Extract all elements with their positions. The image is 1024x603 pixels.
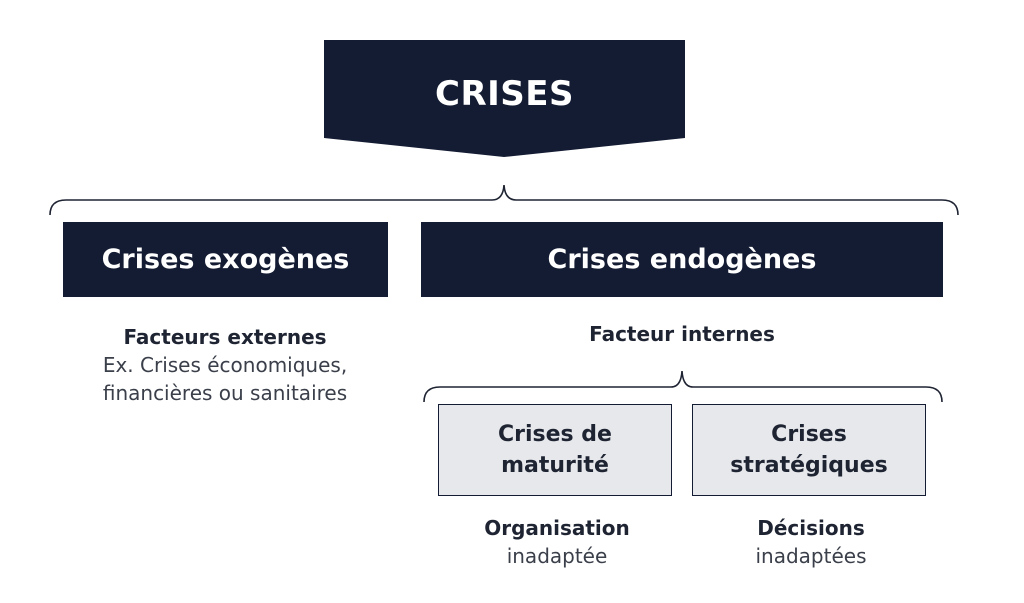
- endogenous-bracket: [423, 370, 943, 403]
- crises-banner-shape: [324, 40, 685, 157]
- exogenous-crises-box: Crises exogènes: [63, 222, 388, 297]
- strategic-caption-title: Décisions: [757, 516, 865, 540]
- strategic-crises-label-line2: stratégiques: [730, 453, 888, 478]
- strategic-crises-box: Crises stratégiques: [692, 404, 926, 496]
- exogenous-crises-label: Crises exogènes: [101, 244, 350, 275]
- maturity-crises-label-line2: maturité: [501, 453, 609, 478]
- maturity-crises-box: Crises de maturité: [438, 404, 672, 496]
- strategic-crises-label-line1: Crises: [771, 422, 847, 447]
- exogenous-caption: Facteurs externes Ex. Crises économiques…: [40, 323, 410, 407]
- maturity-caption: Organisation inadaptée: [440, 514, 674, 570]
- exogenous-caption-line1: Ex. Crises économiques,: [102, 353, 348, 377]
- exogenous-caption-line2: financières ou sanitaires: [102, 381, 348, 405]
- exogenous-caption-title: Facteurs externes: [123, 325, 327, 349]
- maturity-caption-sub: inadaptée: [506, 544, 608, 568]
- endogenous-caption: Facteur internes: [589, 322, 775, 346]
- maturity-caption-title: Organisation: [484, 516, 630, 540]
- top-bracket: [49, 184, 959, 216]
- endogenous-crises-label: Crises endogènes: [547, 244, 817, 275]
- endogenous-crises-box: Crises endogènes: [421, 222, 943, 297]
- strategic-caption-sub: inadaptées: [755, 544, 867, 568]
- maturity-crises-label-line1: Crises de: [498, 422, 612, 447]
- strategic-caption: Décisions inadaptées: [694, 514, 928, 570]
- crises-title: CRISES: [435, 74, 574, 114]
